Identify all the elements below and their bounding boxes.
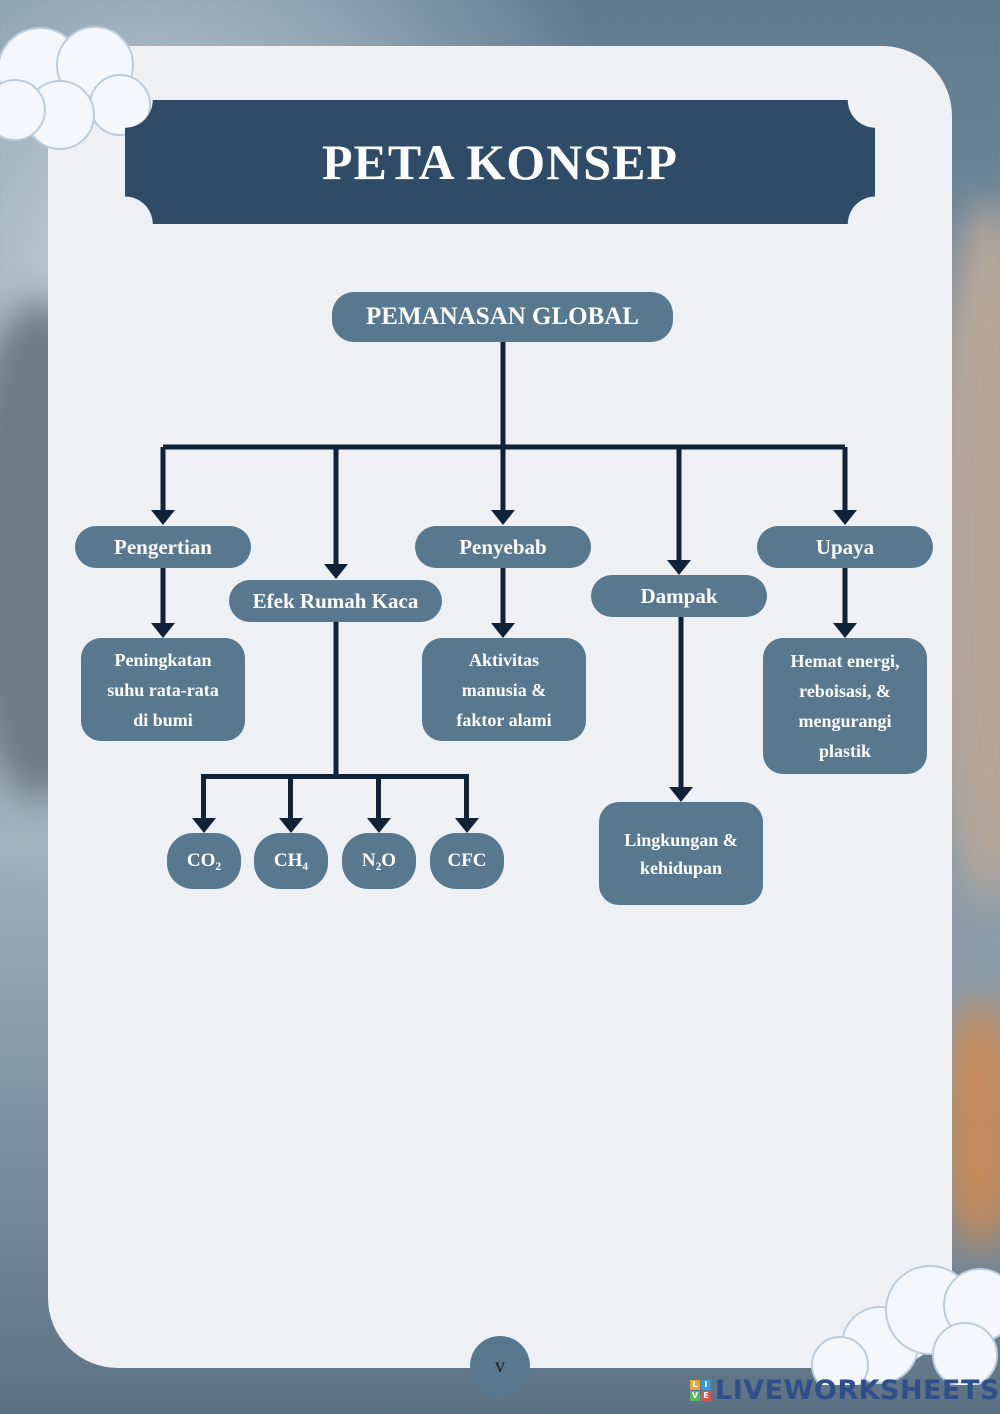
title-banner: PETA KONSEP bbox=[125, 100, 875, 224]
detail-line: Lingkungan & bbox=[624, 829, 738, 850]
detail-line: reboisasi, & bbox=[799, 681, 891, 701]
arrow-icon bbox=[151, 568, 175, 638]
arrow-icon bbox=[192, 774, 216, 833]
arrow-icon bbox=[455, 774, 479, 833]
arrow-icon bbox=[669, 617, 693, 802]
arrow-icon bbox=[367, 774, 391, 833]
detail-line: Peningkatan bbox=[114, 649, 212, 670]
arrow-icon bbox=[491, 568, 515, 638]
detail-upaya: Hemat energi, reboisasi, & mengurangi pl… bbox=[763, 638, 927, 774]
root-node-pemanasan-global: PEMANASAN GLOBAL bbox=[332, 292, 673, 342]
detail-penyebab: Aktivitas manusia & faktor alami bbox=[422, 638, 586, 741]
detail-line: mengurangi bbox=[798, 711, 892, 731]
arrow-icon bbox=[833, 447, 857, 525]
detail-pengertian: Peningkatan suhu rata-rata di bumi bbox=[81, 638, 245, 741]
gas-ch4: CH₄ bbox=[254, 833, 328, 889]
node-efek-rumah-kaca: Efek Rumah Kaca bbox=[229, 580, 442, 622]
detail-line: Hemat energi, bbox=[790, 651, 900, 671]
cloud-icon bbox=[811, 1265, 1000, 1385]
node-dampak: Dampak bbox=[591, 575, 767, 617]
arrow-icon bbox=[491, 447, 515, 525]
watermark-text: LIVEWORKSHEETS bbox=[715, 1374, 1000, 1406]
arrow-icon bbox=[151, 447, 175, 525]
node-penyebab: Penyebab bbox=[415, 526, 591, 568]
arrow-icon bbox=[279, 774, 303, 833]
node-upaya: Upaya bbox=[757, 526, 933, 568]
detail-dampak: Lingkungan & kehidupan bbox=[599, 802, 763, 905]
node-pengertian: Pengertian bbox=[75, 526, 251, 568]
gas-cfc: CFC bbox=[430, 833, 504, 889]
detail-line: plastik bbox=[818, 741, 872, 761]
cloud-icon bbox=[0, 26, 151, 150]
gas-n2o: N₂O bbox=[342, 833, 416, 889]
detail-line: Aktivitas bbox=[468, 649, 539, 670]
arrow-icon bbox=[833, 568, 857, 638]
gas-co2: CO₂ bbox=[167, 833, 241, 889]
detail-line: suhu rata-rata bbox=[107, 679, 219, 700]
page-number: v bbox=[470, 1336, 530, 1396]
detail-line: kehidupan bbox=[639, 857, 723, 878]
detail-line: di bumi bbox=[133, 709, 193, 730]
detail-line: faktor alami bbox=[456, 709, 552, 730]
arrow-icon bbox=[324, 447, 348, 579]
arrow-icon bbox=[667, 447, 691, 575]
detail-line: manusia & bbox=[461, 679, 547, 700]
page-title: PETA KONSEP bbox=[322, 134, 678, 190]
